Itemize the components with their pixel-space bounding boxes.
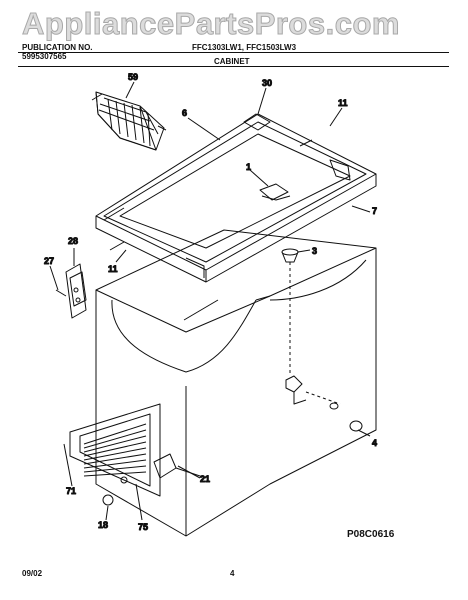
drain-tube — [285, 375, 363, 432]
hinge-bracket — [55, 263, 87, 319]
page-number: 4 — [230, 569, 235, 578]
basket-shape — [91, 91, 167, 151]
drain-plug — [281, 248, 299, 374]
section-title: CABINET — [214, 57, 250, 66]
callout-28: 28 — [68, 236, 78, 246]
handle-shape — [259, 183, 291, 201]
callout-11-left: 11 — [108, 264, 118, 274]
callout-30: 30 — [262, 78, 272, 88]
callout-18: 18 — [98, 520, 108, 530]
callout-59: 59 — [128, 72, 138, 82]
callout-1: 1 — [246, 162, 251, 172]
publication-label: PUBLICATION NO. — [22, 43, 93, 52]
callout-6: 6 — [182, 108, 187, 118]
model-numbers: FFC1303LW1, FFC1503LW3 — [192, 43, 297, 52]
lid-gasket-frame — [95, 113, 377, 283]
header-rule-top — [18, 52, 449, 53]
cabinet-body — [95, 229, 377, 537]
diagram-code: P08C0616 — [347, 529, 395, 540]
revision-date: 09/02 — [22, 569, 43, 578]
callout-4: 4 — [372, 438, 377, 448]
callout-3: 3 — [312, 246, 317, 256]
base-grille — [69, 403, 207, 506]
watermark: AppliancePartsPros.com — [22, 6, 400, 42]
callout-labels: 59 30 6 11 1 7 28 27 3 11 4 21 71 18 75 — [44, 72, 378, 533]
callout-11-top: 11 — [338, 98, 348, 108]
callout-75: 75 — [138, 522, 148, 532]
leader-lines — [49, 81, 371, 521]
publication-number: 5995307565 — [22, 52, 67, 61]
callout-71: 71 — [66, 486, 76, 496]
callout-27: 27 — [44, 256, 54, 266]
callout-21: 21 — [200, 474, 210, 484]
header-rule-bottom — [18, 66, 449, 67]
callout-7: 7 — [372, 206, 377, 216]
